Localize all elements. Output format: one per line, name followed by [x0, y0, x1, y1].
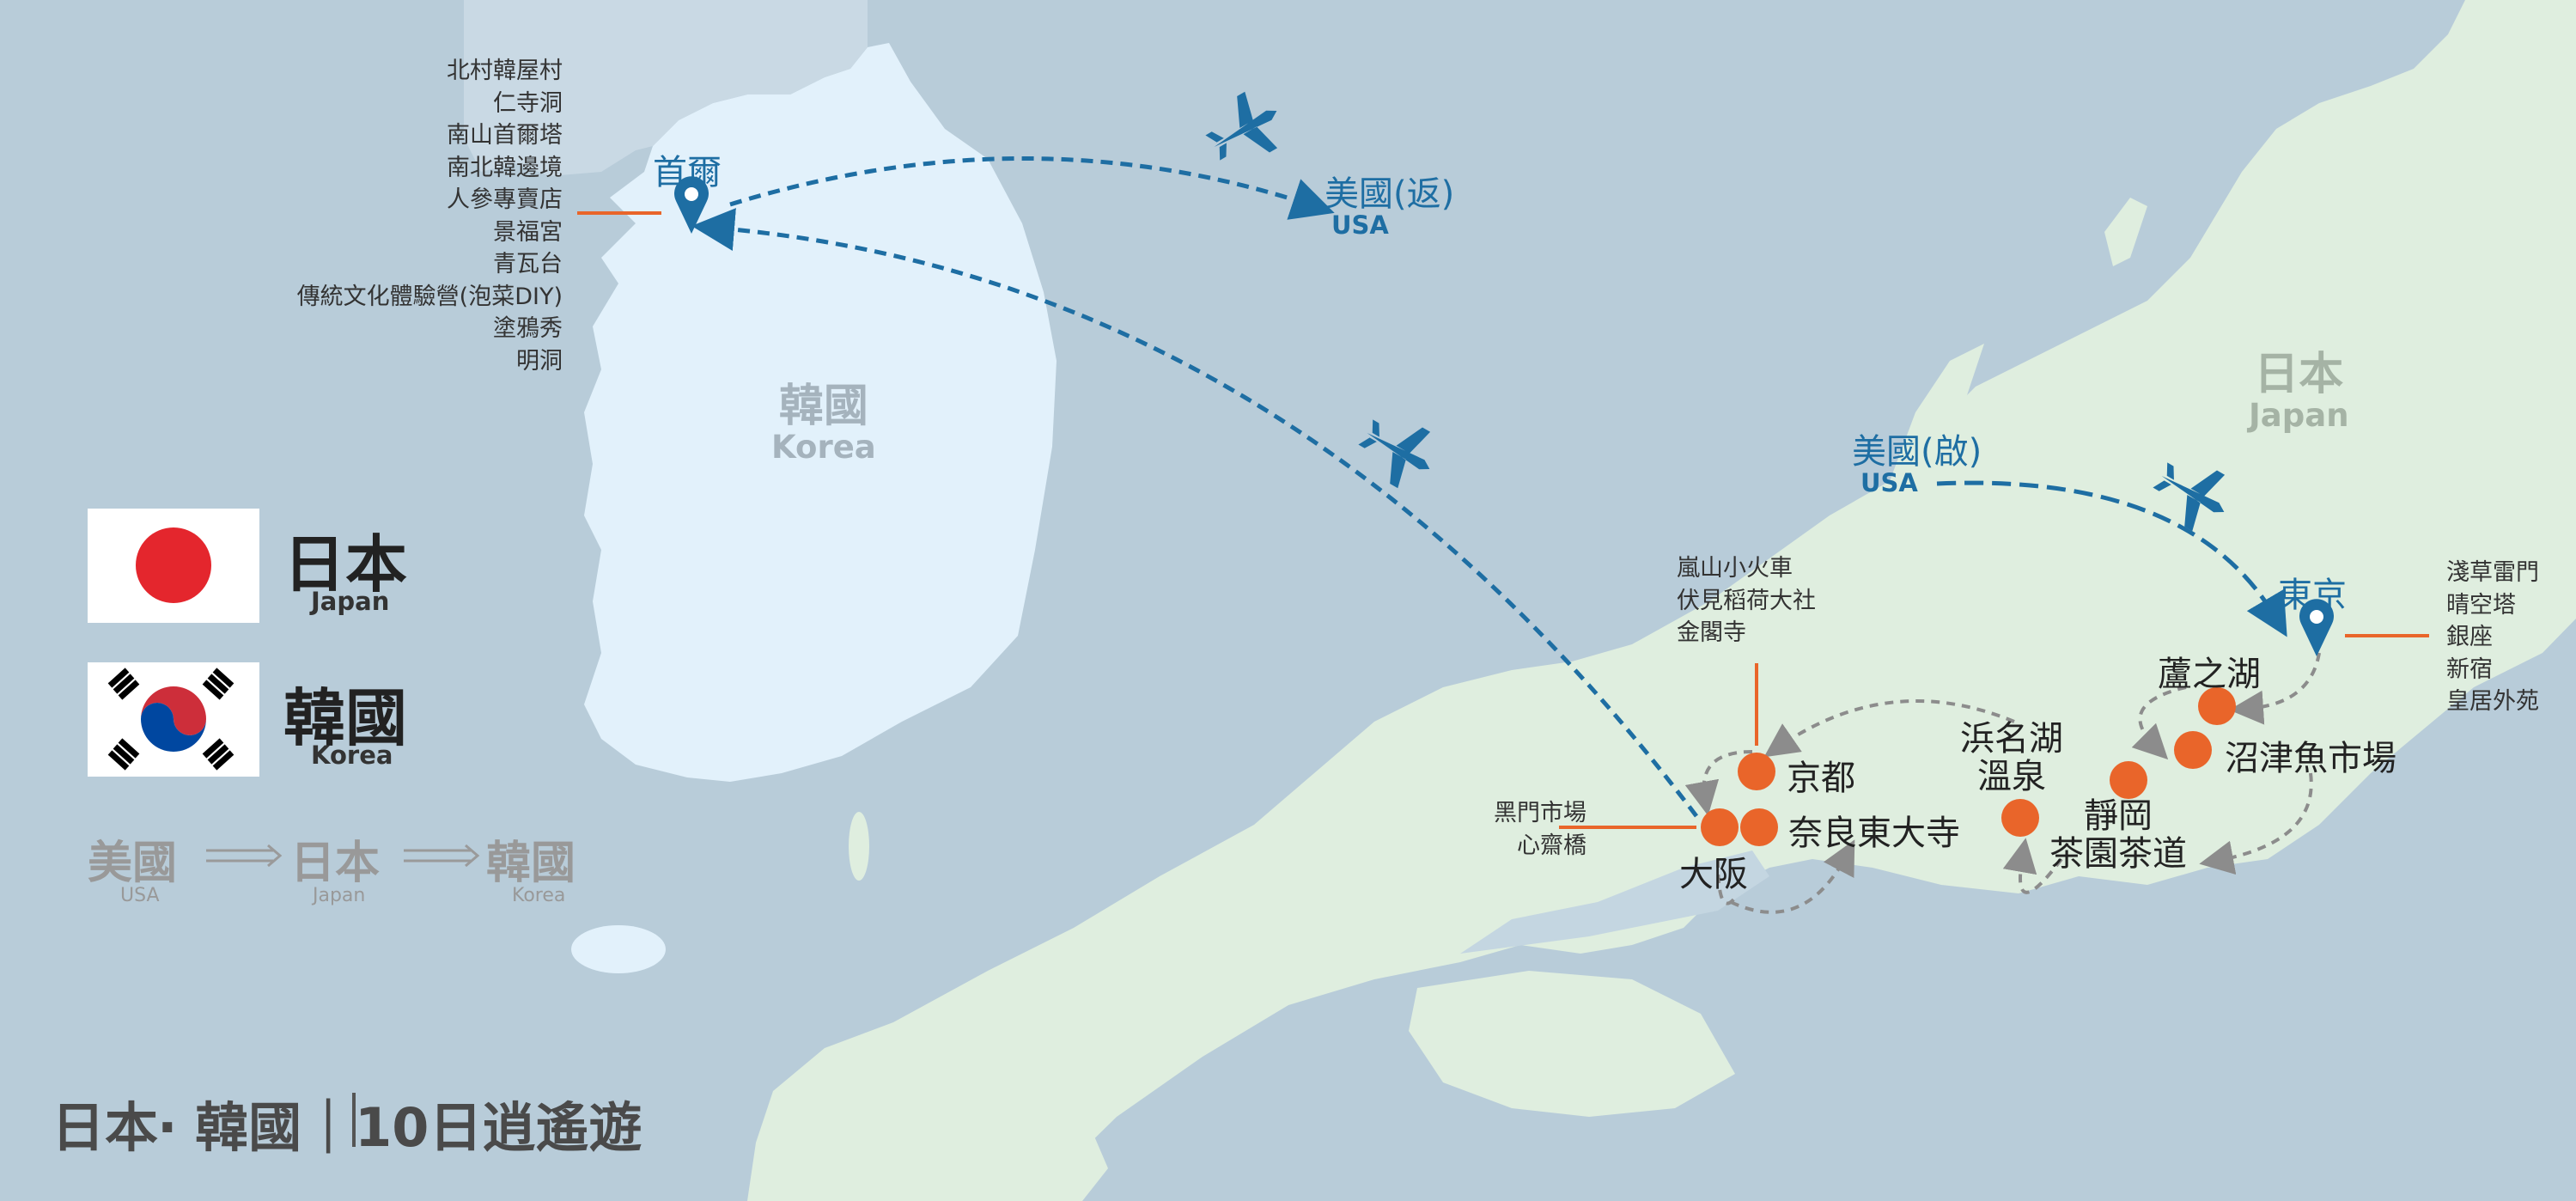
attraction: 銀座 [2446, 624, 2493, 650]
attraction: 淺草雷門 [2446, 559, 2539, 586]
attraction: 伏見稻荷大社 [1677, 587, 1816, 614]
route-korea-cn: 韓國 [486, 838, 576, 889]
attraction: 心齋橋 [1517, 832, 1586, 859]
korea-flag-icon [88, 662, 259, 777]
usa-return-label: 美國(返) USA [1325, 166, 1454, 240]
footer-title: 日本‧ 韓國｜10日逍遙遊 [52, 1096, 642, 1159]
attraction: 傳統文化體驗營(泡菜DIY) [296, 283, 563, 310]
attraction: 黑門市場 [1494, 800, 1586, 826]
attraction: 人參專賣店 [447, 186, 563, 213]
japan-flag-icon [88, 509, 259, 623]
attraction: 北村韓屋村 [447, 58, 563, 84]
attraction: 青瓦台 [493, 251, 563, 277]
osaka-attractions-list: 黑門市場 心齋橋 [1494, 797, 1586, 862]
usa-depart-cn: 美國(啟) [1852, 432, 1982, 472]
route-usa-en: USA [120, 885, 160, 906]
attraction: 仁寺洞 [493, 89, 563, 117]
korea-country-label: 韓國 Korea [771, 381, 876, 466]
japan-land [747, 0, 2576, 1201]
ashinoko-label: 蘆之湖 [2158, 655, 2261, 694]
numazu-label: 沼津魚市場 [2225, 739, 2396, 778]
route-japan-en: Japan [313, 885, 366, 906]
kyoto-label: 京都 [1787, 759, 1855, 798]
legend-japan-en: Japan [311, 587, 390, 616]
legend-korea-en: Korea [311, 741, 393, 770]
usa-depart-en: USA [1860, 468, 1918, 497]
attraction: 南山首爾塔 [447, 122, 563, 149]
usa-return-en: USA [1331, 210, 1389, 240]
attraction: 南北韓邊境 [447, 154, 563, 181]
osaka-label: 大阪 [1679, 855, 1748, 894]
route-usa-cn: 美國 [88, 838, 178, 889]
attraction: 塗鴉秀 [493, 315, 563, 342]
nara-label: 奈良東大寺 [1788, 814, 1960, 853]
seoul-label: 首爾 [653, 153, 722, 192]
seoul-attractions-list: 北村韓屋村 仁寺洞 南山首爾塔 南北韓邊境 人參專賣店 景福宮 青瓦台 傳統文化… [297, 55, 563, 377]
attraction: 晴空塔 [2446, 591, 2516, 619]
location-pin-icon [674, 176, 709, 234]
shizuoka-label: 靜岡 茶園茶道 [2049, 796, 2187, 874]
attraction: 景福宮 [493, 218, 563, 246]
attraction: 皇居外苑 [2446, 688, 2539, 715]
attraction: 新宿 [2446, 655, 2493, 683]
airplane-icon [1349, 404, 1446, 497]
kyoto-attractions-list: 嵐山小火車 伏見稻荷大社 金閣寺 [1677, 552, 1816, 649]
tokyo-label: 東京 [2278, 576, 2347, 615]
route-korea-en: Korea [512, 885, 566, 906]
legend-korea-cn: 韓國 [283, 682, 408, 754]
attraction: 金閣寺 [1677, 619, 1746, 646]
usa-return-cn: 美國(返) [1325, 174, 1455, 214]
legend-japan-cn: 日本 [283, 528, 408, 600]
airplane-icon [1196, 82, 1294, 176]
attraction: 明洞 [516, 347, 563, 375]
hamanako-label: 浜名湖 溫泉 [1960, 719, 2063, 796]
usa-depart-label: 美國(啟) USA [1852, 424, 1982, 497]
tokyo-attractions-list: 淺草雷門 晴空塔 銀座 新宿 皇居外苑 [2446, 557, 2539, 718]
attraction: 嵐山小火車 [1677, 555, 1793, 582]
japan-country-label: 日本 Japan [2249, 349, 2349, 434]
location-pin-icon [2299, 599, 2334, 656]
route-japan-cn: 日本 [290, 838, 381, 889]
